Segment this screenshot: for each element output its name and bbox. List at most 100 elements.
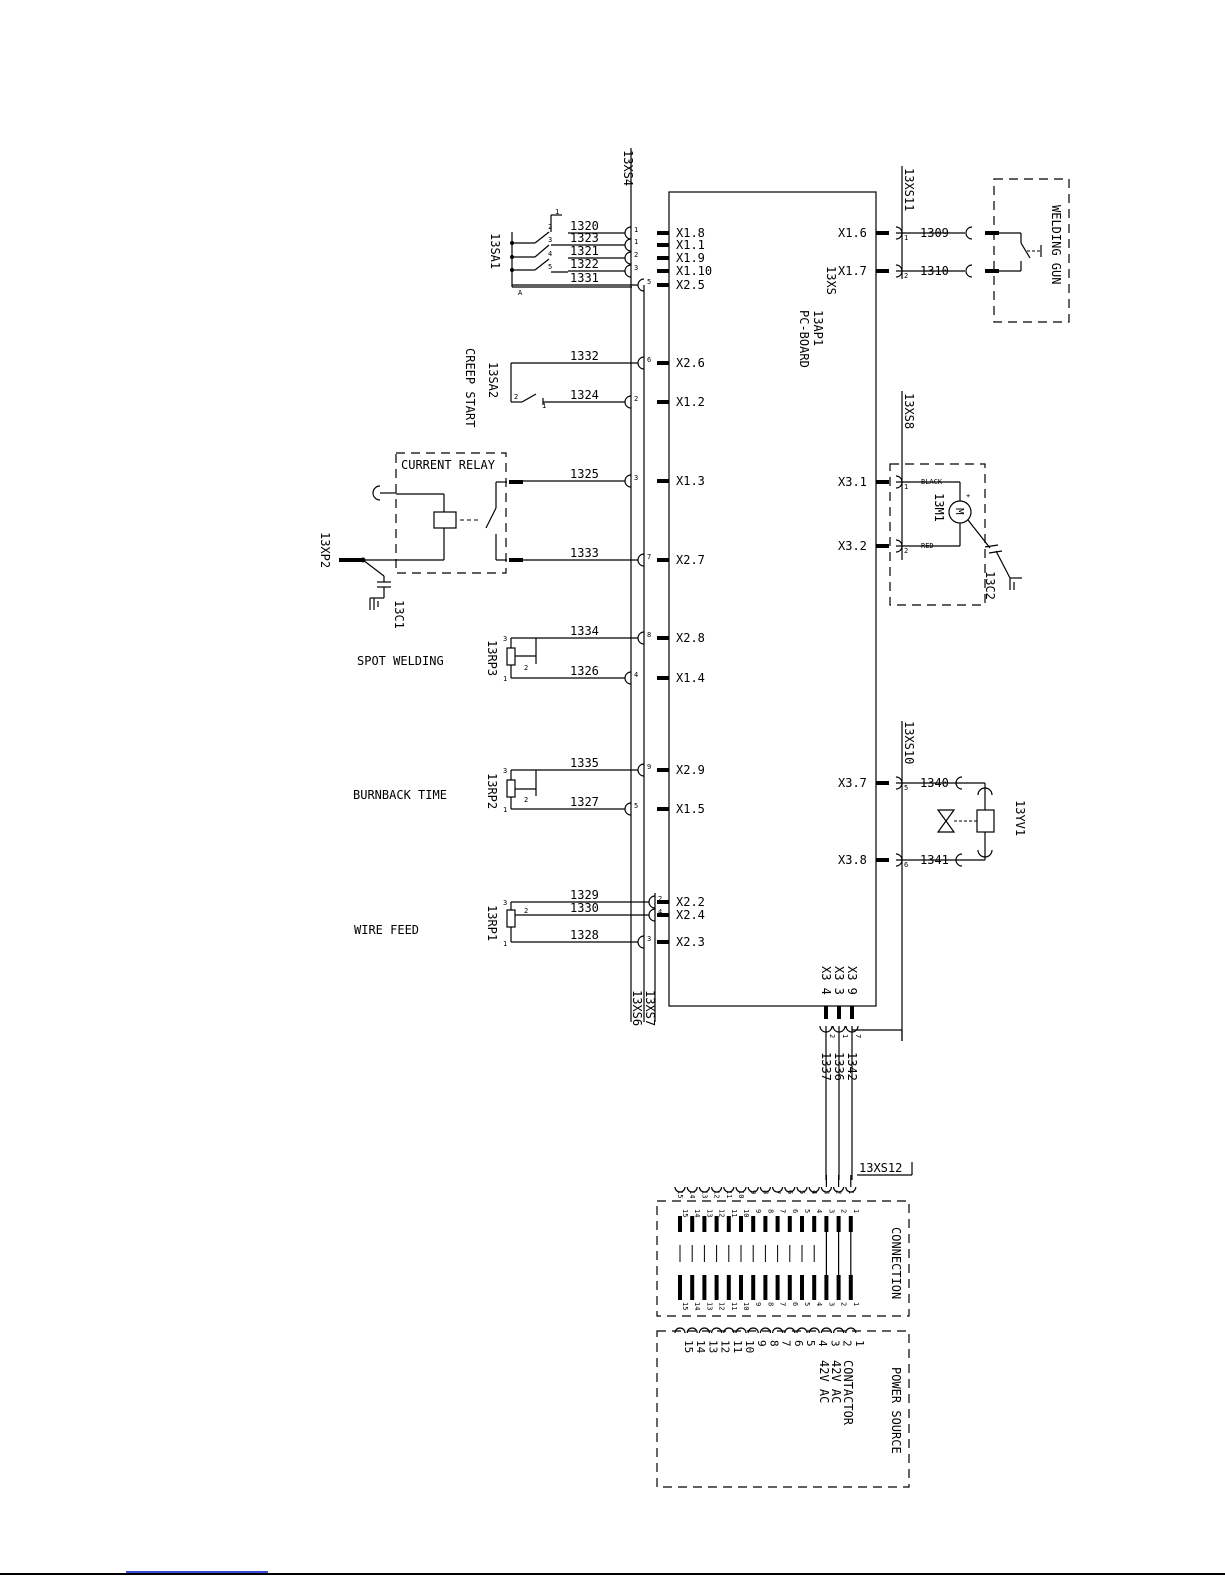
c2-label: 13C2 xyxy=(983,571,997,600)
bottom-trunk: 13XS12 xyxy=(852,1029,913,1176)
terminal-number: 4 xyxy=(815,1302,823,1306)
plug-contact xyxy=(674,1186,686,1193)
pin-label: X3.2 xyxy=(838,539,867,553)
pin-label: X3.7 xyxy=(838,776,867,790)
plug-contact xyxy=(624,226,632,240)
pin-label: X1.10 xyxy=(676,264,712,278)
plug-contact xyxy=(648,895,656,909)
pin-position: 7 xyxy=(854,1034,862,1038)
wire-number: 1327 xyxy=(570,795,599,809)
terminal-number: 3 xyxy=(827,1302,835,1306)
rp3-pin-1: 1 xyxy=(503,675,507,683)
pin-position: 8 xyxy=(647,631,651,639)
pin-position: 1 xyxy=(904,483,908,491)
terminal-number: 3 xyxy=(822,1190,830,1194)
plug-contact xyxy=(637,356,645,370)
terminal-number: 15 xyxy=(681,1302,689,1310)
pin-label: X2.2 xyxy=(676,895,705,909)
rp2-label: 13RP2 xyxy=(485,773,499,809)
sa2-pin-2: 2 xyxy=(514,393,518,401)
terminal-number: 12 xyxy=(718,1209,726,1217)
wire-feed-potentiometer: 13RP1 WIRE FEED 3 2 1 xyxy=(354,899,568,948)
wire-number: 1335 xyxy=(570,756,599,770)
terminal-number: 1 xyxy=(853,1340,866,1347)
plug-contact xyxy=(624,474,632,488)
pin-position: 2 xyxy=(658,895,662,903)
plug-contact xyxy=(735,1186,747,1193)
xs11-label: 13XS11 xyxy=(902,168,916,211)
terminal-number: 9 xyxy=(754,1302,762,1306)
pin-label: X2.5 xyxy=(676,278,705,292)
pin-position: 5 xyxy=(647,278,651,286)
wire-number: 1341 xyxy=(920,853,949,867)
footer-link-underline[interactable] xyxy=(126,1571,268,1573)
wire-number: 1323 xyxy=(570,231,599,245)
sa1-label: 13SA1 xyxy=(488,233,502,269)
plug-contact xyxy=(624,802,632,816)
pin-label: X1.5 xyxy=(676,802,705,816)
wire-number: 1329 xyxy=(570,888,599,902)
terminal-number: 4 xyxy=(816,1340,829,1347)
pin-label: X2.8 xyxy=(676,631,705,645)
pin-position: 1 xyxy=(634,226,638,234)
pin-position: 3 xyxy=(647,935,651,943)
pin-position: 1 xyxy=(841,1034,849,1038)
plug-contact xyxy=(637,763,645,777)
pcb-name-label: PC-BOARD xyxy=(797,310,811,368)
rp1-pin-3: 3 xyxy=(503,899,507,907)
terminal-number: 1 xyxy=(852,1302,860,1306)
plug-contact xyxy=(637,278,645,292)
pin-label: X3 9 xyxy=(845,966,859,995)
xs12-label: 13XS12 xyxy=(859,1161,902,1175)
plug-contact xyxy=(624,238,632,252)
spot-welding-potentiometer: 13RP3 SPOT WELDING 3 2 1 xyxy=(357,635,568,683)
creep-start-switch: 13SA2 CREEP START 2 1 xyxy=(463,348,546,427)
plug-contact xyxy=(820,1186,832,1193)
pin-label: X3.8 xyxy=(838,853,867,867)
wire-feed-label: WIRE FEED xyxy=(354,923,419,937)
pin-position: 7 xyxy=(647,553,651,561)
plug-contact xyxy=(637,935,645,949)
sa1-contact-2: 2 xyxy=(548,223,552,231)
pin-label: X2.6 xyxy=(676,356,705,370)
pc-board: 13AP1 PC-BOARD 13XS xyxy=(668,191,877,1007)
terminal-number: 13 xyxy=(706,1340,719,1353)
pin-label: X2.4 xyxy=(676,908,705,922)
rp3-pin-2: 2 xyxy=(524,664,528,672)
rp2-pin-3: 3 xyxy=(503,767,507,775)
terminal-number: 12 xyxy=(719,1340,732,1353)
ac42-label-1: 42V AC xyxy=(829,1360,843,1403)
pin-position: 4 xyxy=(634,671,638,679)
pin-position: 9 xyxy=(647,763,651,771)
terminal-number: 4 xyxy=(810,1190,818,1194)
plug-contact xyxy=(637,553,645,567)
welding-gun-label: WELDING GUN xyxy=(1049,205,1063,284)
terminal-number: 6 xyxy=(792,1340,805,1347)
burnback-time-label: BURNBACK TIME xyxy=(353,788,447,802)
plug-contact xyxy=(723,1186,735,1193)
terminal-number: 2 xyxy=(835,1190,843,1194)
wire-number: 1337 xyxy=(819,1052,833,1081)
terminal-number: 10 xyxy=(742,1302,750,1310)
terminal-number: 11 xyxy=(730,1302,738,1310)
pin-position: 3 xyxy=(634,264,638,272)
connection-label: CONNECTION xyxy=(889,1227,903,1299)
pin-position: 3 xyxy=(634,474,638,482)
terminal-number: 4 xyxy=(815,1209,823,1213)
left-connector-bus: 13XS4 13XS6 13XS7 xyxy=(621,148,657,1026)
current-relay-label: CURRENT RELAY xyxy=(401,458,496,472)
plug-contact xyxy=(833,1186,845,1193)
